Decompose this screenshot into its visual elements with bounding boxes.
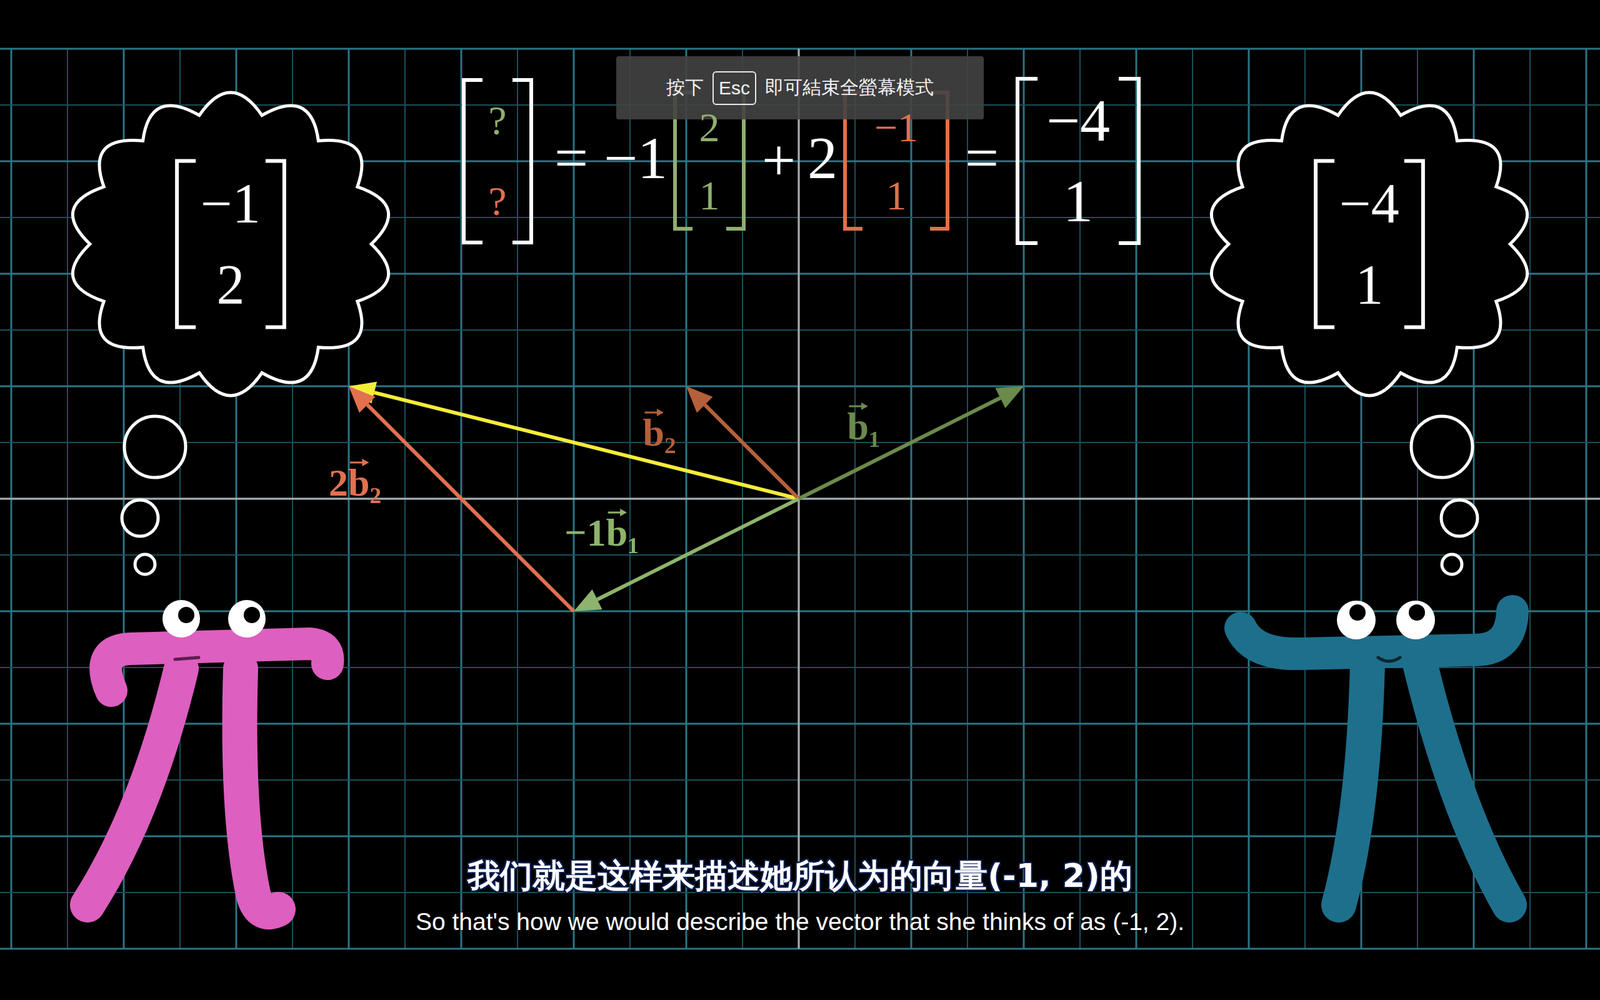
pi-eye xyxy=(1336,600,1376,640)
pi-pupil xyxy=(1349,604,1366,621)
subtitle: 我们就是这样来描述她所认为的向量(-1, 2)的 xyxy=(467,859,1132,892)
matrix-entry: 1 xyxy=(886,175,907,217)
matrix-entry: 1 xyxy=(1355,253,1384,317)
grid-line xyxy=(0,441,1600,444)
over-arrow-shaft xyxy=(608,511,622,514)
plus-sign: + xyxy=(761,130,796,190)
vector-shaft xyxy=(705,405,799,499)
bracket xyxy=(1017,78,1038,244)
thought-dot xyxy=(1411,416,1473,478)
pi-eye xyxy=(1396,600,1435,640)
vector-label: b₂ xyxy=(642,413,676,452)
grid-line xyxy=(0,554,1600,556)
vector-head xyxy=(573,589,603,612)
bracket xyxy=(1315,161,1335,328)
pi-eye xyxy=(228,600,266,638)
pi-mouth xyxy=(175,657,199,660)
notice-bar: 按下 即可結束全螢幕模式 Esc xyxy=(616,56,984,120)
vector-head xyxy=(995,386,1024,409)
pi-leg xyxy=(240,668,279,912)
over-arrow-shaft xyxy=(644,411,659,414)
bracket xyxy=(1118,78,1139,244)
over-arrow-head xyxy=(620,508,627,517)
thought-dot xyxy=(1441,554,1462,575)
pi-pupil xyxy=(243,606,260,624)
over-arrow-head xyxy=(656,408,664,417)
key-text: Esc xyxy=(718,77,750,99)
vector-over-arrow xyxy=(564,513,640,552)
over-arrow-head xyxy=(861,402,869,410)
matrix-entry: 1 xyxy=(1063,171,1094,232)
matrix-entry: −4 xyxy=(1046,90,1110,151)
over-arrow-head xyxy=(361,458,369,467)
matrix-entries: −41 xyxy=(1339,172,1400,317)
matrix-column: −12 xyxy=(63,86,399,402)
coefficient: −1 xyxy=(603,128,668,189)
pi-mouth xyxy=(1378,657,1400,662)
vector-label: −1b₁ xyxy=(564,513,639,552)
pi-pupil xyxy=(1408,604,1425,621)
vector-head xyxy=(348,386,375,413)
vector-label: b₁ xyxy=(846,406,880,446)
bubble-outline xyxy=(63,86,399,402)
equals-sign: = xyxy=(554,128,589,189)
matrix-entry: ? xyxy=(488,100,507,142)
bubble-outline xyxy=(1201,86,1537,402)
grid-line xyxy=(0,948,1600,950)
thought-dot xyxy=(1441,500,1478,537)
matrix-column: −41 xyxy=(1201,86,1537,402)
pi-leg xyxy=(1420,663,1510,905)
matrix-entry: −1 xyxy=(874,106,919,149)
pi-leg xyxy=(1338,663,1368,905)
over-arrow-shaft xyxy=(350,461,364,464)
pi-pupil xyxy=(178,606,195,624)
thought-dot xyxy=(121,500,159,537)
bracket xyxy=(176,161,196,328)
grid-line xyxy=(0,48,1600,50)
cloud-shape xyxy=(1211,92,1527,396)
matrix-entry: ? xyxy=(488,180,507,222)
vector-head xyxy=(686,386,713,413)
thought-bubble: −12 xyxy=(63,86,399,402)
matrix-entry: 2 xyxy=(699,106,720,149)
pi-eye xyxy=(162,600,200,638)
bracket xyxy=(1404,161,1424,328)
pi-leg xyxy=(87,668,182,905)
notice-text: 按下 xyxy=(666,75,704,101)
vector-over-arrow xyxy=(642,413,677,452)
matrix-entry: 1 xyxy=(699,175,720,217)
thought-dot xyxy=(124,416,186,478)
bracket xyxy=(512,80,532,243)
vector-over-arrow xyxy=(328,463,382,502)
vector-over-arrow xyxy=(846,406,881,446)
matrix-entry: −1 xyxy=(200,172,261,235)
coefficient: 2 xyxy=(807,128,838,189)
bracket xyxy=(463,80,483,243)
vector-arrows xyxy=(348,381,1024,612)
bracket xyxy=(265,161,285,328)
key-cap: Esc xyxy=(712,71,757,105)
thought-dot xyxy=(135,554,155,575)
blue-pi-creature xyxy=(1240,600,1513,905)
cloud-shape xyxy=(72,92,389,396)
equals-sign: = xyxy=(965,128,999,189)
pi-bar xyxy=(1240,611,1513,654)
notice-text: 即可結束全螢幕模式 xyxy=(765,75,934,101)
subtitle: So that's how we would describe the vect… xyxy=(415,909,1185,934)
thought-bubble: −41 xyxy=(1201,86,1537,402)
vector-shaft xyxy=(374,392,799,499)
vector-label: 2b₂ xyxy=(328,463,382,502)
matrix-entries: −12 xyxy=(200,172,261,317)
over-arrow-shaft xyxy=(848,405,863,408)
vector-shaft xyxy=(367,405,574,612)
coordinate-grid xyxy=(0,48,1600,949)
pi-bar xyxy=(105,643,328,691)
pink-pi-creature xyxy=(87,600,328,912)
vector-shaft xyxy=(798,398,1000,499)
matrix-entry: −4 xyxy=(1339,172,1400,235)
thought-dots xyxy=(121,416,1478,575)
matrix-entry: 2 xyxy=(216,253,245,317)
